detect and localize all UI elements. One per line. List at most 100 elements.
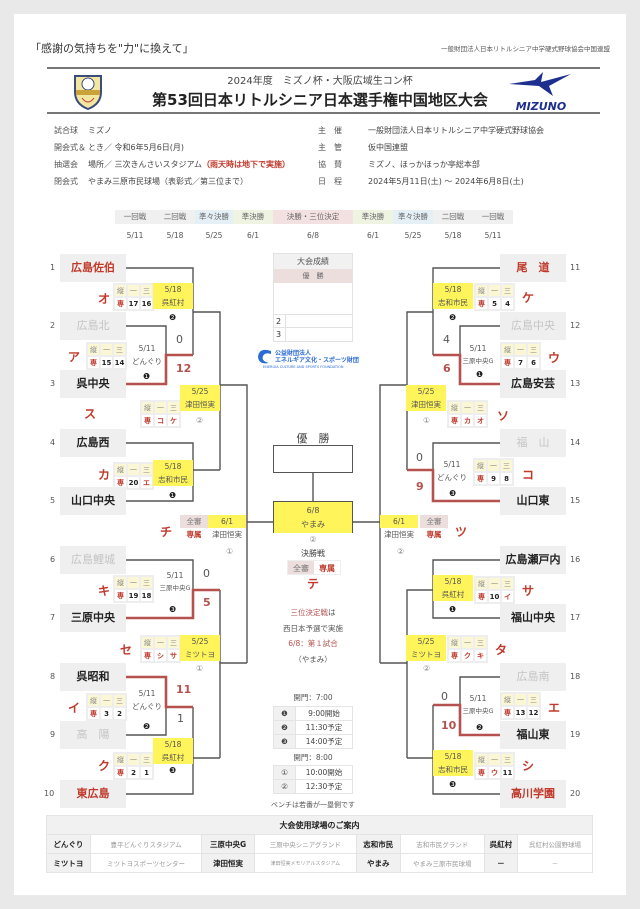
score-value: 10: [441, 719, 457, 732]
bench-note: ベンチは若番が一塁側です: [271, 801, 355, 809]
score-value: 6: [443, 362, 451, 375]
team-number: 17: [570, 613, 581, 622]
grid-header: 一: [461, 401, 474, 414]
venue-full: 三原中央シニアグランド: [253, 834, 357, 854]
round-date: 5/25: [404, 231, 422, 240]
grid-value: 12: [527, 706, 540, 719]
bracket-line: [126, 267, 194, 355]
divider: [47, 67, 600, 69]
grid-header: 縦: [474, 459, 487, 472]
schedule-time: 14:00予定: [295, 734, 353, 749]
round-label: 二回戦: [433, 210, 473, 224]
grid-header: 一: [127, 576, 140, 589]
match-date: 5/18: [164, 462, 182, 471]
grid-header: 三: [474, 636, 487, 649]
game-number: ①: [423, 416, 431, 425]
grid-value: 15: [100, 356, 113, 369]
grid-header: 三: [140, 753, 153, 766]
schedule-time: 12:30予定: [295, 779, 353, 794]
match-date: 5/11: [138, 689, 156, 698]
round-date: 6/1: [366, 231, 380, 240]
venue-full: 豊平どんぐりスタジアム: [89, 834, 203, 854]
info-row-right: 主 催一般財団法人日本リトルシニア中学硬式野球協会: [318, 125, 544, 136]
score-value: 11: [176, 683, 192, 696]
match-venue: どんぐり: [132, 357, 162, 366]
team-name: 広島南: [500, 663, 566, 691]
venue-full: 志和市民グランド: [399, 834, 485, 854]
team-number: 11: [570, 263, 581, 272]
grid-header: 縦: [87, 343, 100, 356]
grid-value: 1: [140, 766, 153, 779]
round-label: 準々決勝: [393, 210, 433, 224]
match-letter: タ: [495, 643, 508, 657]
round-date: 6/1: [246, 231, 260, 240]
score-grid: 縦一三専カオ: [447, 400, 488, 428]
grid-value: オ: [474, 414, 487, 427]
team-number: 2: [50, 321, 56, 330]
grid-value: 2: [127, 766, 140, 779]
grid-value: 専: [448, 414, 461, 427]
third-place-note: 三位決定戦は 西日本予選で実施 6/8：第１試合 （やまみ）: [243, 605, 383, 667]
info-label: 主 管: [318, 143, 342, 152]
semi-date: 6/1: [208, 515, 246, 528]
round-label: 一回戦: [115, 210, 155, 224]
match-letter: ス: [84, 407, 97, 421]
schedule-time: 10:00開始: [295, 765, 353, 780]
grid-value: シ: [154, 649, 167, 662]
grid-value: 専: [114, 766, 127, 779]
results-champion-label: 優 勝: [274, 269, 352, 283]
grid-header: 一: [127, 284, 140, 297]
team-number: 1: [50, 263, 56, 272]
match-venue: どんぐり: [132, 702, 162, 711]
team-name: 福山東: [500, 721, 566, 749]
grid-header: 三: [140, 284, 153, 297]
game-number: ❷: [143, 722, 151, 731]
grid-header: 三: [501, 284, 514, 297]
grid-header: 三: [140, 576, 153, 589]
score-grid: 縦一三専クキ: [447, 635, 488, 663]
match-date: 5/18: [444, 752, 462, 761]
match-venue: 三原中央G: [462, 357, 494, 365]
bracket-line: [432, 267, 500, 355]
team-name: 広島西: [60, 429, 126, 457]
grid-header: 三: [167, 636, 180, 649]
round-label: 準々決勝: [195, 210, 233, 224]
team-name: 尾 道: [500, 254, 566, 282]
match-venue: 呉紅村: [161, 298, 185, 307]
schedule-mark: ②: [273, 779, 296, 794]
final-date: 6/8: [306, 506, 320, 515]
grid-header: 一: [488, 753, 501, 766]
match-date: 5/25: [417, 387, 435, 396]
info-note: （雨天時は地下で実施）: [201, 160, 290, 169]
match-letter: オ: [98, 292, 111, 306]
match-venue: 志和市民: [158, 475, 188, 484]
match-date: 5/11: [469, 694, 487, 703]
grid-value: ケ: [167, 414, 180, 427]
grid-value: ク: [461, 649, 474, 662]
match-date: 5/18: [444, 577, 462, 586]
bracket-line: [126, 707, 194, 795]
game-number: ❸: [169, 766, 177, 775]
game-number: ❶: [169, 491, 177, 500]
grid-value: 13: [514, 706, 527, 719]
game-number: ②: [423, 664, 431, 673]
grid-value: 17: [127, 297, 140, 310]
grid-header: 縦: [475, 284, 488, 297]
grid-header: 一: [127, 463, 140, 476]
team-name: 福 山: [500, 429, 566, 457]
info-value: 2024年5月11日(土) ～ 2024年6月8日(土): [368, 177, 524, 186]
grid-header: 一: [461, 636, 474, 649]
match-letter: ア: [68, 350, 81, 364]
grid-header: 縦: [448, 636, 461, 649]
game-number: ①: [226, 547, 234, 556]
score-value: 0: [416, 451, 423, 464]
